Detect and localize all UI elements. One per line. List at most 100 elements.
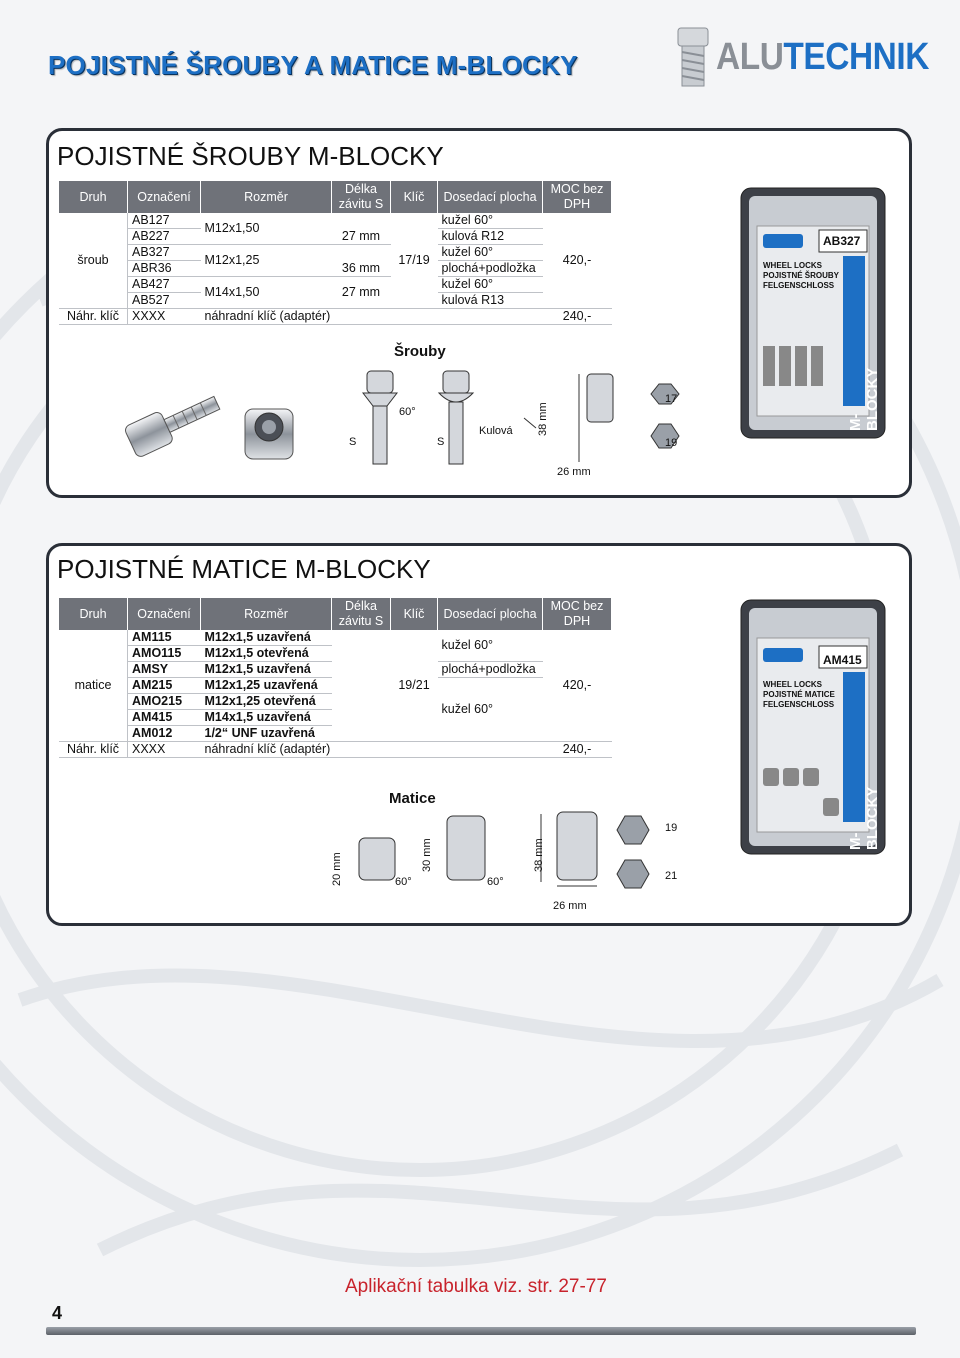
footer-rule: [46, 1327, 916, 1335]
nuts-title: POJISTNÉ MATICE M-BLOCKY: [57, 554, 431, 584]
spare-druh: Náhr. klíč: [59, 308, 128, 325]
spare-desc: náhradní klíč (adaptér): [200, 308, 543, 325]
row-code: AB327: [127, 244, 201, 261]
nuts-package-photo: [740, 599, 886, 855]
bolts-key: 17/19: [390, 213, 438, 309]
col-moc: MOC bez DPH: [542, 181, 612, 213]
row-size: M12x1,5 uzavřená: [200, 661, 332, 678]
application-table-note: Aplikační tabulka viz. str. 27-77: [345, 1276, 607, 1297]
col-delka: Délka závitu S: [331, 181, 391, 213]
row-seat: kužel 60°: [437, 677, 543, 742]
row-seat: kulová R12: [437, 228, 543, 245]
row-code: AMO115: [127, 645, 201, 662]
row-seat: plochá+podložka: [437, 661, 543, 678]
box-line: POJISTNÉ MATICE: [763, 690, 835, 699]
box-line: FELGENSCHLOSS: [763, 281, 835, 290]
row-code: AMSY: [127, 661, 201, 678]
nuts-panel: POJISTNÉ MATICE M-BLOCKY Druh Označení R…: [46, 543, 912, 926]
table-row: AMO115 M12x1,5 otevřená: [59, 645, 612, 662]
dim-nut-angle-2: 60°: [487, 876, 504, 888]
table-row: ABR36 plochá+podložka: [59, 260, 612, 277]
spare-druh: Náhr. klíč: [59, 741, 128, 758]
bolts-package-photo: [740, 187, 886, 439]
row-code: AM115: [127, 630, 201, 646]
spare-price: 240,-: [542, 741, 612, 758]
spare-key-row: Náhr. klíč XXXX náhradní klíč (adaptér) …: [59, 308, 612, 325]
col-oznaceni: Označení: [127, 598, 201, 630]
spare-code: XXXX: [127, 308, 201, 325]
table-row: matice AM115 M12x1,5 uzavřená 19/21 kuže…: [59, 630, 612, 742]
table-header-row: Druh Označení Rozměr Délka závitu S Klíč…: [59, 598, 612, 630]
row-length: 27 mm: [331, 213, 391, 245]
nuts-diagram: [358, 811, 650, 889]
nuts-box-lines: WHEEL LOCKS POJISTNÉ MATICE FELGENSCHLOS…: [763, 680, 835, 710]
dim-nut-height-20: 20 mm: [331, 852, 343, 886]
dim-nut-angle-1: 60°: [395, 876, 412, 888]
table-row: AM215 M12x1,25 uzavřená kužel 60°: [59, 677, 612, 742]
key-size-17: 17: [665, 393, 678, 405]
nuts-box-brand: M-BLOCKY: [847, 786, 881, 850]
bolts-box-brand: M-BLOCKY: [847, 367, 881, 431]
dim-kulova: Kulová: [479, 425, 513, 437]
logo-alu: ALU: [716, 36, 784, 78]
col-druh: Druh: [59, 181, 128, 213]
row-code: AM215: [127, 677, 201, 694]
nuts-table: Druh Označení Rozměr Délka závitu S Klíč…: [59, 598, 612, 758]
row-size: M12x1,25 otevřená: [200, 693, 332, 710]
table-row: AM415 M14x1,5 uzavřená: [59, 709, 612, 726]
logo-technik: TECHNIK: [783, 36, 929, 78]
row-code: ABR36: [127, 260, 201, 277]
row-code: AM012: [127, 725, 201, 742]
row-seat: kulová R13: [437, 292, 543, 309]
row-seat: plochá+podložka: [437, 260, 543, 277]
table-row: šroub AB127 M12x1,50 27 mm 17/19 kužel 6…: [59, 213, 612, 309]
row-code: AB127: [127, 213, 201, 229]
table-row: AMSY M12x1,5 uzavřená plochá+podložka: [59, 661, 612, 678]
row-size: M12x1,50: [200, 213, 332, 245]
key-size-19: 19: [665, 437, 678, 449]
dim-s-cone: S: [349, 436, 357, 448]
bolts-box-lines: WHEEL LOCKS POJISTNÉ ŠROUBY FELGENSCHLOS…: [763, 261, 839, 291]
nuts-price: 420,-: [542, 630, 612, 742]
dim-nut-height-30: 30 mm: [421, 838, 433, 872]
logo-wordmark: ALUTECHNIK: [716, 36, 929, 79]
box-line: WHEEL LOCKS: [763, 680, 822, 689]
page-title: POJISTNÉ ŠROUBY A MATICE M-BLOCKY: [48, 50, 578, 80]
col-oznaceni: Označení: [127, 181, 201, 213]
bolts-diagram: [361, 370, 680, 465]
col-moc: MOC bez DPH: [542, 598, 612, 630]
bolt-photo: [125, 395, 294, 460]
bolts-druh: šroub: [59, 213, 128, 309]
col-delka: Délka závitu S: [331, 598, 391, 630]
nuts-box-code: AM415: [823, 653, 862, 667]
bolts-panel: POJISTNÉ ŠROUBY M-BLOCKY Druh Označení R…: [46, 128, 912, 498]
dim-nut-width-26: 26 mm: [553, 900, 587, 912]
bolts-price: 420,-: [542, 213, 612, 309]
spare-desc: náhradní klíč (adaptér): [200, 741, 543, 758]
spare-key-row: Náhr. klíč XXXX náhradní klíč (adaptér) …: [59, 741, 612, 758]
row-seat: kužel 60°: [437, 630, 543, 662]
table-row: AB527 kulová R13: [59, 292, 612, 309]
spare-code: XXXX: [127, 741, 201, 758]
dim-height-38: 38 mm: [537, 402, 549, 436]
col-rozmer: Rozměr: [200, 181, 332, 213]
table-row: AB327 M12x1,25 36 mm kužel 60°: [59, 244, 612, 277]
col-dosedaci: Dosedací plocha: [437, 598, 543, 630]
bolts-title: POJISTNÉ ŠROUBY M-BLOCKY: [57, 141, 444, 171]
row-length: 36 mm: [331, 244, 391, 277]
table-row: AM012 1/2“ UNF uzavřená: [59, 725, 612, 742]
row-size: M14x1,50: [200, 276, 332, 309]
dim-s-ball: S: [437, 436, 445, 448]
table-header-row: Druh Označení Rozměr Délka závitu S Klíč…: [59, 181, 612, 213]
row-code: AM415: [127, 709, 201, 726]
dim-width-26: 26 mm: [557, 466, 591, 478]
table-row: AB427 M14x1,50 27 mm kužel 60°: [59, 276, 612, 309]
row-code: AB227: [127, 228, 201, 245]
row-length: 27 mm: [331, 276, 391, 309]
box-line: FELGENSCHLOSS: [763, 700, 835, 709]
row-size: M12x1,25 uzavřená: [200, 677, 332, 694]
row-seat: kužel 60°: [437, 213, 543, 229]
row-code: AMO215: [127, 693, 201, 710]
table-row: AMO215 M12x1,25 otevřená: [59, 693, 612, 710]
nuts-section-label: Matice: [389, 790, 436, 807]
